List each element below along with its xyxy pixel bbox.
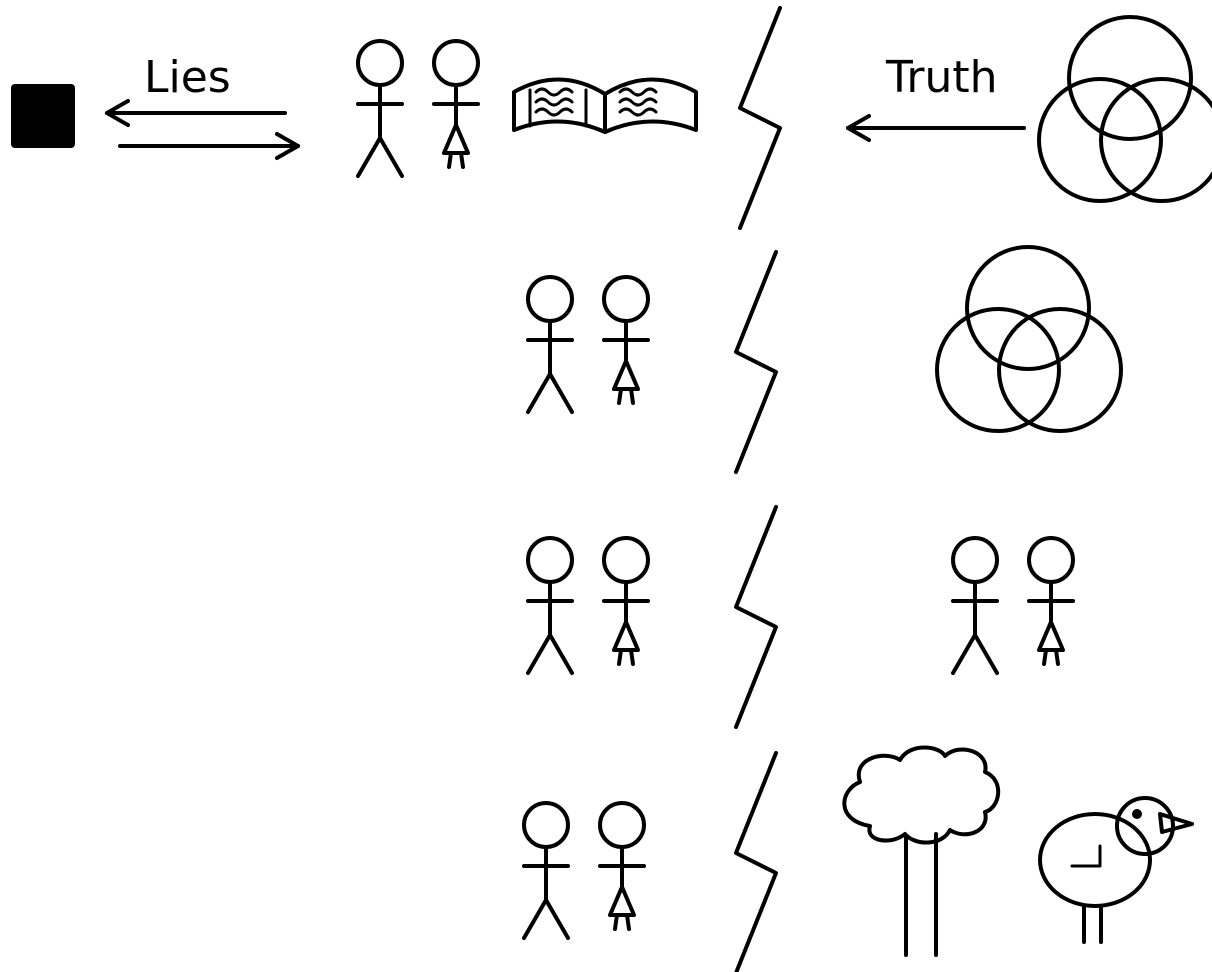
truth-arrow	[846, 114, 1026, 142]
couple-icon-row2	[526, 275, 650, 414]
bird-icon	[1038, 796, 1194, 944]
open-book-icon	[512, 77, 698, 134]
venn-icon-row1	[1037, 15, 1212, 203]
couple-icon-row3-left	[526, 536, 650, 675]
lies-label: Lies	[144, 52, 231, 103]
lightning-divide-icon-row3	[734, 505, 778, 729]
lightning-divide-icon-row4	[734, 751, 778, 972]
lightning-divide-icon-row2	[734, 250, 778, 474]
lightning-divide-icon-row1	[738, 6, 782, 230]
truth-label: Truth	[886, 52, 998, 103]
venn-icon-row2	[935, 245, 1123, 433]
black-square-icon	[11, 84, 75, 148]
lies-arrows	[105, 99, 300, 160]
couple-icon-row3-right	[951, 536, 1075, 675]
couple-icon-row4	[522, 801, 646, 940]
couple-icon-row1	[356, 39, 480, 178]
tree-icon	[842, 745, 1001, 957]
